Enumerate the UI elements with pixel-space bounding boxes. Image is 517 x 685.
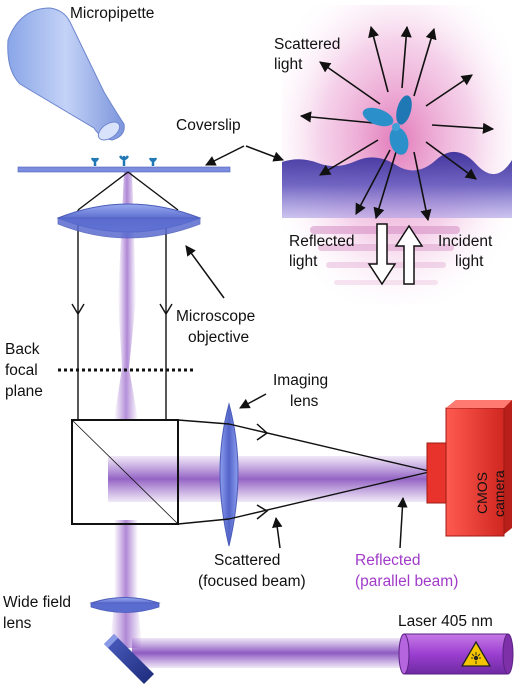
inset-water [282,151,512,218]
label-reflected-light-2: light [289,253,318,270]
beam-vertical-lower [114,520,138,600]
inset-panel [282,5,512,305]
particle-cluster [362,95,412,155]
label-scattered-light-1: Scattered [274,36,340,53]
beam-cone-upper [118,172,136,368]
beams [108,172,433,668]
beam-horizontal-laser [132,638,408,668]
label-wide-field-1: Wide field [3,594,71,611]
objective-pointer [185,245,225,299]
label-reflected-light-1: Reflected [289,233,354,250]
objective-rays [71,171,179,420]
reflected-incident-arrows [367,223,424,286]
label-bfp-1: Back [5,341,40,358]
reflected-big-arrow [367,223,397,286]
coverslip-pointers [205,145,284,166]
inset-glow [282,5,512,305]
reflected-pointer [397,496,408,549]
beam-splitter-cube [71,419,179,525]
label-micropipette: Micropipette [70,5,154,22]
microscope-objective-lens [56,203,202,239]
beam-cone-lower [114,368,138,420]
label-imaging-lens-2: lens [290,393,319,410]
label-bfp-2: focal [5,362,38,379]
label-laser: Laser 405 nm [398,613,493,630]
imaging-rays [177,419,430,525]
label-pointers [185,245,408,549]
laser-warning-icon [460,640,492,667]
label-camera-1: CMOS [474,472,490,514]
beam-to-mirror [110,604,142,648]
incident-big-arrow [394,224,424,285]
imaging-lens [219,402,239,547]
imaging-lens-pointer [239,393,267,409]
coverslip [17,155,231,173]
label-incident-light-2: light [455,253,484,270]
beam-horizontal-camera [108,456,433,502]
label-scattered-light-2: light [274,56,303,73]
label-reflected-parallel-2: (parallel beam) [355,573,458,590]
label-camera-2: camera [491,470,507,517]
label-scattered-focused-1: Scattered [214,552,280,569]
laser [398,633,514,675]
coverslip-particles [90,155,158,166]
label-coverslip: Coverslip [176,117,241,134]
wide-field-lens [89,597,161,613]
scattered-arrows [299,25,495,222]
micropipette [7,7,125,141]
label-wide-field-2: lens [3,615,32,632]
label-scattered-focused-2: (focused beam) [198,573,306,590]
label-reflected-parallel-1: Reflected [355,552,420,569]
label-bfp-3: plane [5,383,43,400]
label-objective-1: Microscope [176,308,255,325]
cmos-camera [426,400,512,537]
scattered-pointer [272,516,283,549]
label-objective-2: objective [188,329,249,346]
label-imaging-lens-1: Imaging [273,372,328,389]
mirror [104,634,154,684]
label-incident-light-1: Incident [438,233,493,250]
